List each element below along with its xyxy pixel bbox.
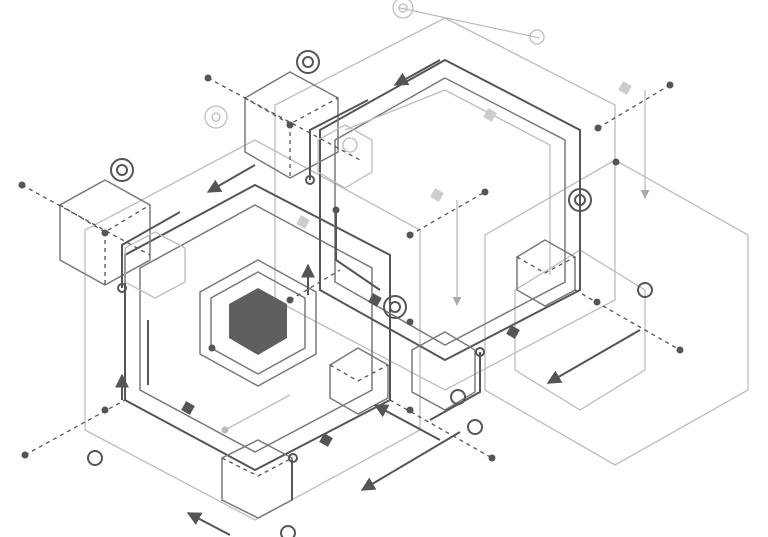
small-open-circle	[475, 347, 485, 357]
dashed-connector	[574, 289, 681, 351]
isometric-cube	[411, 331, 476, 411]
open-circle	[467, 419, 483, 435]
dashed-connector	[24, 399, 126, 456]
isometric-cube	[317, 124, 373, 189]
connector-path	[309, 99, 369, 180]
open-circle	[280, 525, 296, 537]
small-open-circle	[288, 453, 298, 463]
right-light-hexagon	[484, 159, 749, 466]
dashed-connector	[409, 191, 486, 236]
diamond-node	[368, 293, 382, 307]
right-inner-light-path	[344, 89, 551, 275]
mid-ring-hexagon	[210, 271, 306, 375]
diamond-node	[181, 401, 195, 415]
open-circle	[450, 389, 466, 405]
right-main-hexagon	[319, 58, 581, 362]
left-inner-hexagon	[139, 204, 373, 453]
target-circle	[383, 295, 407, 319]
connector-line	[399, 7, 541, 39]
target-circle	[204, 105, 228, 129]
small-open-circle	[117, 283, 127, 293]
dashed-connector	[207, 77, 361, 161]
connector-path	[335, 210, 381, 291]
hexagon-core	[229, 288, 287, 355]
isometric-cube	[59, 179, 151, 286]
diamond-node	[618, 81, 632, 95]
dashed-connector	[597, 84, 671, 129]
connector-path	[121, 211, 181, 288]
diamond-node	[296, 215, 310, 229]
target-circle	[110, 158, 134, 182]
arrow	[186, 512, 231, 536]
arrow	[393, 59, 441, 86]
isometric-cube	[124, 231, 186, 299]
connector-path	[429, 352, 481, 421]
isometric-cube	[329, 347, 389, 415]
target-circle	[296, 50, 320, 74]
upper-light-hexagon	[274, 17, 616, 391]
open-circle	[637, 282, 653, 298]
dashed-connector	[289, 269, 341, 301]
dashed-connector	[389, 399, 493, 459]
connector-line	[224, 394, 291, 431]
dot-nodes	[18, 74, 684, 462]
isometric-cube	[221, 439, 293, 519]
arrow	[206, 164, 256, 193]
open-circle	[87, 450, 103, 466]
arrow	[546, 329, 641, 384]
open-circle	[342, 137, 358, 153]
target-circle	[568, 188, 592, 212]
isometric-cube	[516, 239, 576, 307]
small-open-circle	[305, 175, 315, 185]
arrow	[373, 404, 441, 441]
diamond-node	[319, 433, 333, 447]
target-circle	[392, 0, 414, 19]
dashed-connector	[21, 184, 151, 256]
outer-ring-hexagon	[199, 259, 317, 387]
diamond-node	[483, 108, 497, 122]
diamond-node	[430, 188, 444, 202]
arrow	[360, 431, 461, 491]
right-inner-hexagon-dark	[334, 77, 566, 346]
diamond-node	[506, 325, 520, 339]
light-dot	[221, 426, 229, 434]
open-circle	[529, 29, 545, 45]
right-inner-hexagon	[514, 249, 646, 411]
